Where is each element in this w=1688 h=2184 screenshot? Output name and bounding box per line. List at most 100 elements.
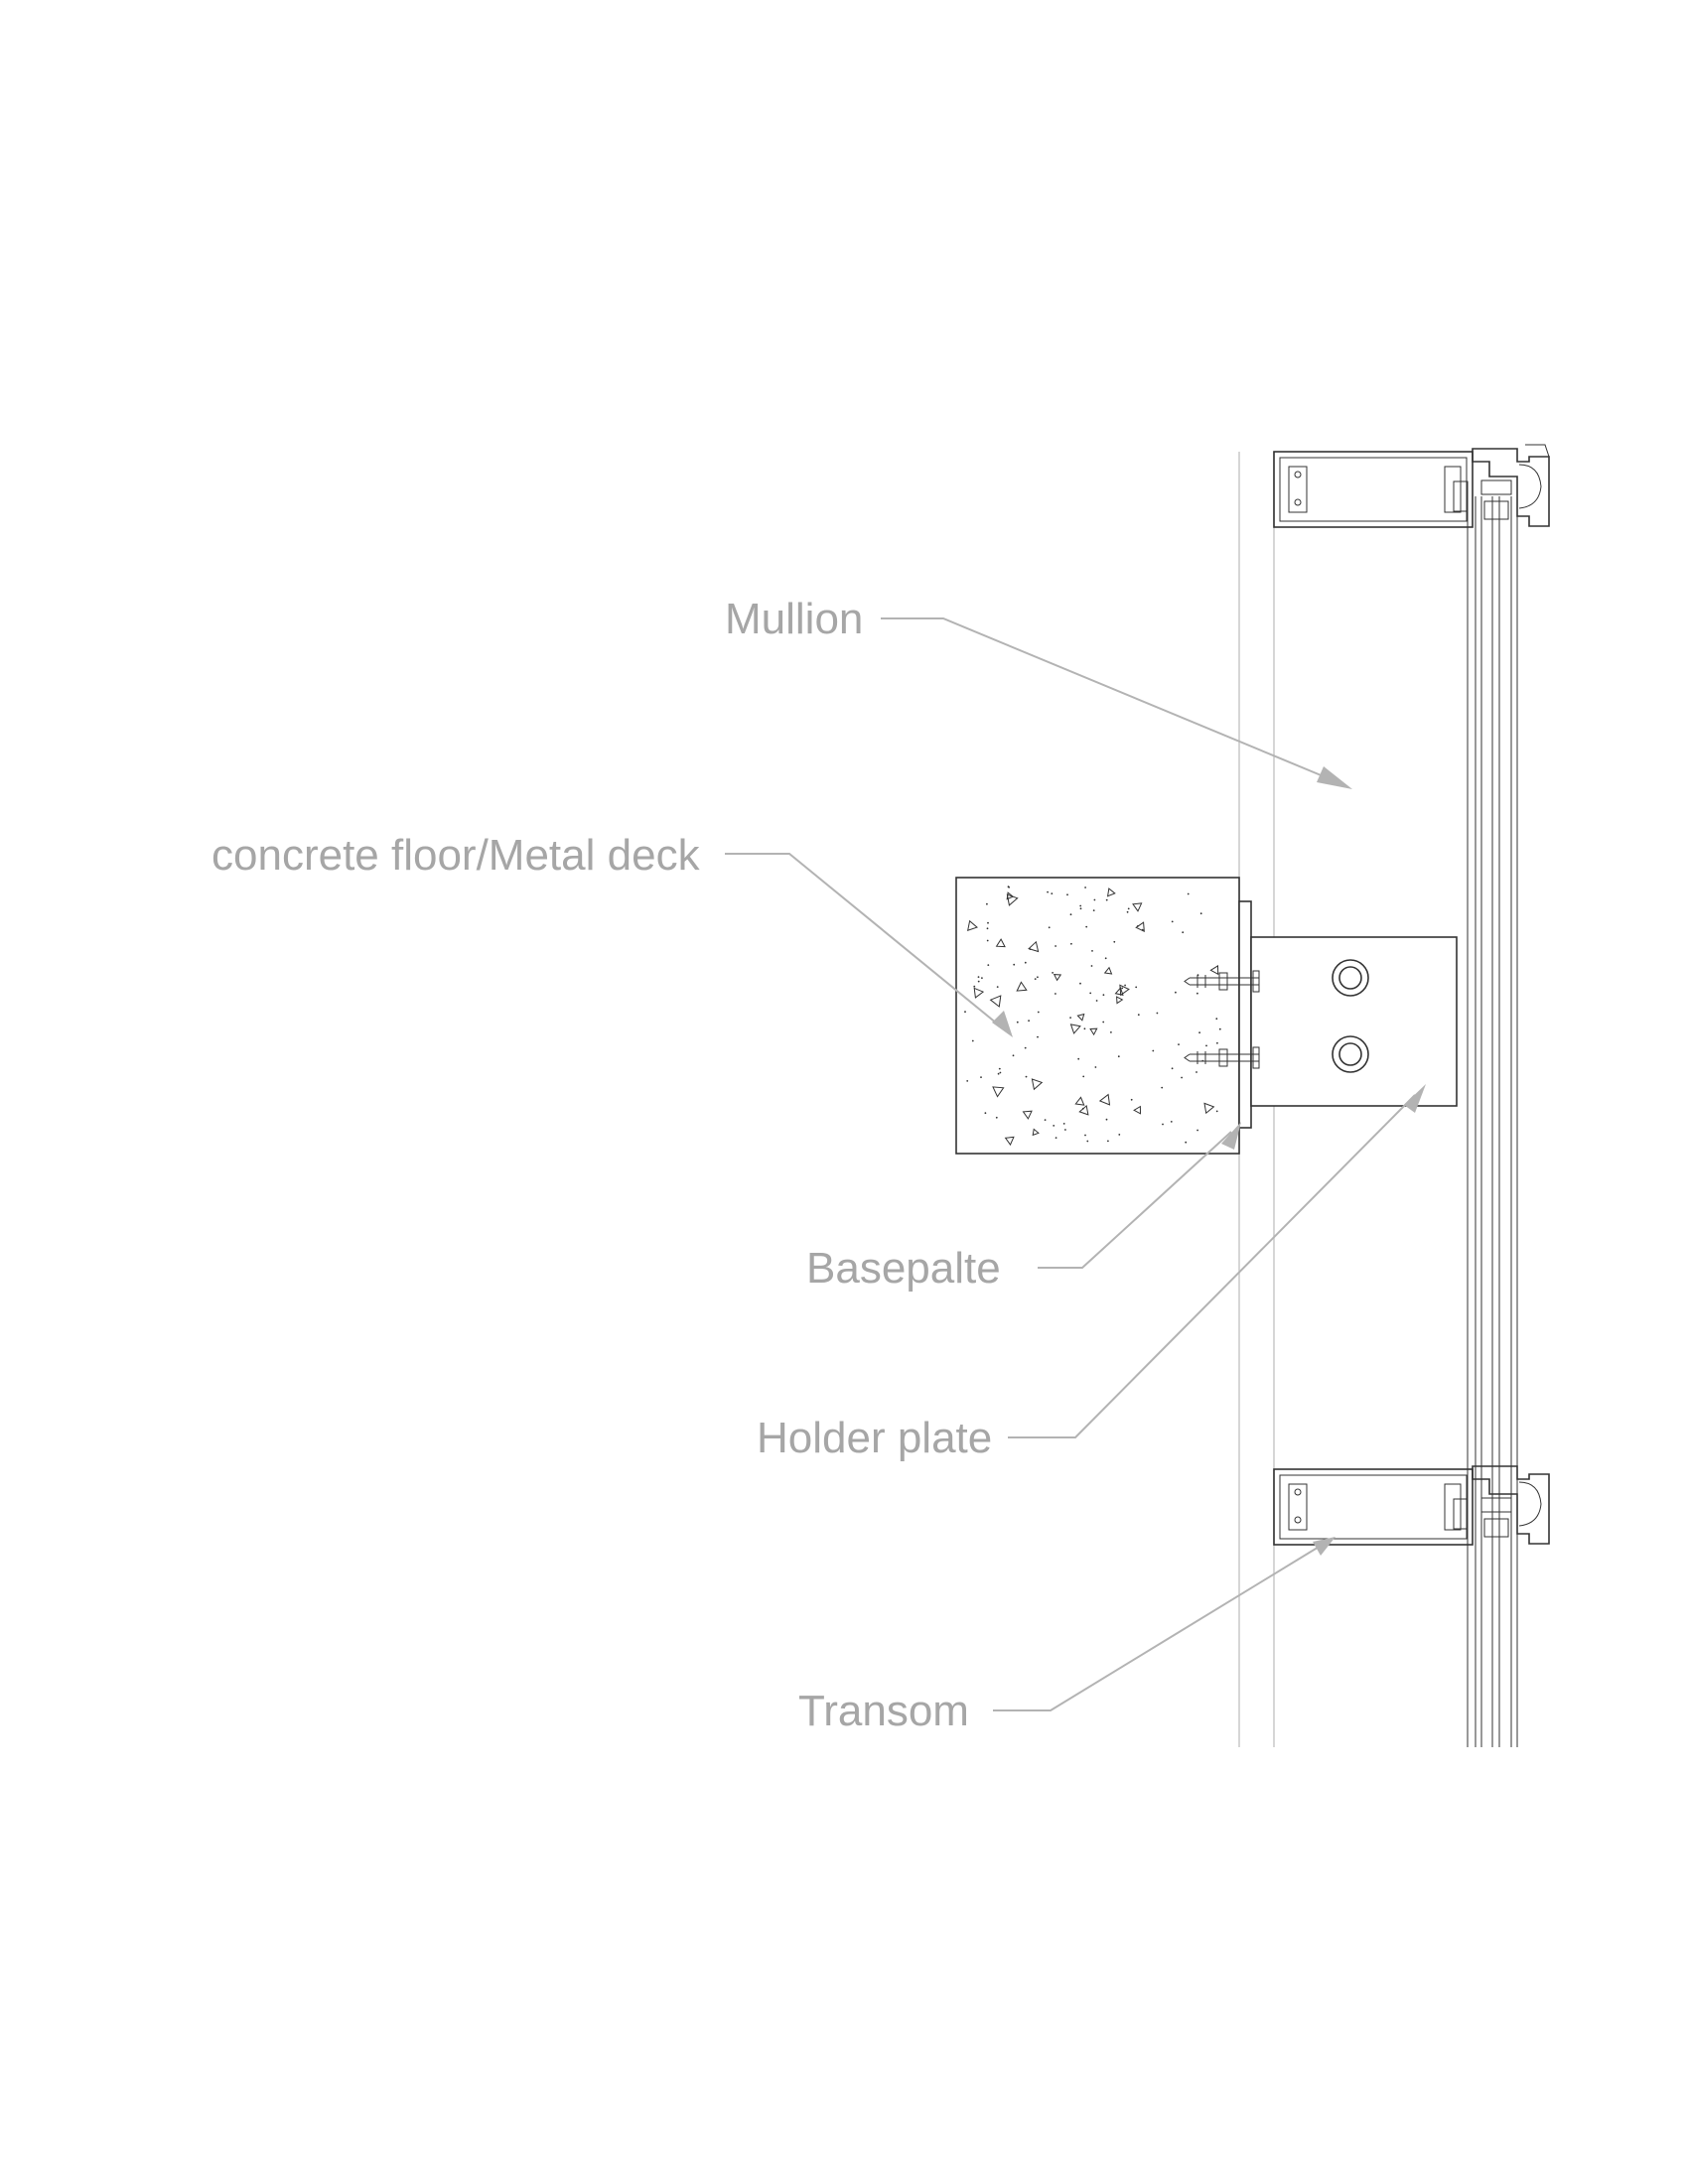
aggregate-dot xyxy=(977,976,980,978)
aggregate-dot xyxy=(1187,892,1190,895)
aggregate-dot xyxy=(1170,1121,1173,1123)
aggregate-stone xyxy=(1203,1102,1215,1115)
aggregate-stone xyxy=(1031,1078,1044,1091)
aggregate-dot xyxy=(1102,994,1105,997)
aggregate-dot xyxy=(1105,898,1108,901)
aggregate-dot xyxy=(1055,945,1056,947)
aggregate-dot xyxy=(1156,1012,1159,1015)
aggregate-stone xyxy=(1074,1096,1085,1106)
label-transom: Transom xyxy=(798,1687,969,1735)
transom-section-bottom xyxy=(1273,1465,1550,1546)
aggregate-dot xyxy=(1196,1071,1197,1073)
aggregate-stone xyxy=(1106,887,1116,897)
aggregate-dot xyxy=(1053,1125,1055,1127)
aggregate-dot xyxy=(1062,1123,1065,1125)
aggregate-dot xyxy=(966,1080,969,1082)
aggregate-dot xyxy=(1105,1118,1108,1121)
aggregate-dot xyxy=(1135,986,1138,989)
leader-mullion xyxy=(881,617,1352,789)
aggregate-dot xyxy=(1127,907,1130,910)
aggregate-stone xyxy=(1089,1027,1098,1036)
aggregate-dot xyxy=(1089,992,1092,995)
aggregate-dot xyxy=(1126,910,1129,913)
bolt-lower xyxy=(1332,1035,1369,1073)
anchor-bolt-upper xyxy=(1184,970,1260,993)
aggregate-dot xyxy=(1199,912,1202,915)
aggregate-stone xyxy=(1132,902,1143,912)
aggregate-stone xyxy=(1069,1024,1081,1034)
bolt-upper xyxy=(1332,959,1369,997)
aggregate-dot xyxy=(1141,928,1144,931)
aggregate-stone xyxy=(992,1086,1005,1098)
aggregate-dot xyxy=(1052,972,1054,974)
aggregate-dot xyxy=(1070,942,1072,945)
aggregate-dot xyxy=(1198,1031,1200,1034)
aggregate-dot xyxy=(1083,1027,1086,1030)
aggregate-stone xyxy=(1103,966,1113,975)
aggregate-dot xyxy=(1091,950,1093,952)
label-holder-plate: Holder plate xyxy=(757,1414,992,1462)
holder-plate xyxy=(1250,936,1458,1107)
aggregate-stone xyxy=(1098,1093,1111,1106)
aggregate-stone xyxy=(1114,987,1124,996)
aggregate-dot xyxy=(1085,925,1088,928)
aggregate-dot xyxy=(1110,1031,1112,1033)
aggregate-dot xyxy=(1084,887,1086,888)
aggregate-stone xyxy=(1209,965,1219,976)
aggregate-dot xyxy=(1044,1119,1047,1121)
aggregate-dot xyxy=(1034,978,1037,980)
aggregate-dot xyxy=(1055,993,1056,995)
aggregate-dot xyxy=(1137,925,1139,927)
aggregate-dot xyxy=(973,985,976,988)
aggregate-dot xyxy=(1218,1027,1221,1030)
aggregate-stone xyxy=(1022,1110,1033,1120)
aggregate-stone xyxy=(1133,1105,1142,1115)
aggregate-dot xyxy=(1051,892,1054,894)
aggregate-dot xyxy=(1124,984,1126,987)
aggregate-stone xyxy=(1004,1136,1015,1147)
aggregate-dot xyxy=(1047,890,1049,893)
aggregate-dot xyxy=(1008,886,1010,888)
label-mullion: Mullion xyxy=(725,595,863,643)
leader-transom xyxy=(993,1537,1336,1711)
aggregate-dot xyxy=(1048,926,1051,929)
aggregate-dot xyxy=(1016,1021,1019,1024)
aggregate-dot xyxy=(1117,1055,1120,1058)
aggregate-dot xyxy=(1025,1075,1028,1078)
aggregate-dot xyxy=(981,977,983,979)
aggregate-dot xyxy=(995,1116,998,1119)
aggregate-dot xyxy=(971,1039,974,1042)
aggregate-dot xyxy=(1086,1140,1089,1143)
aggregate-dot xyxy=(1037,1035,1039,1038)
concrete-aggregate-hatch xyxy=(964,886,1221,1147)
aggregate-dot xyxy=(1094,1066,1097,1068)
aggregate-dot xyxy=(1029,948,1032,950)
aggregate-dot xyxy=(997,1072,1000,1075)
aggregate-dot xyxy=(964,1011,966,1014)
aggregate-dot xyxy=(1069,913,1072,916)
aggregate-dot xyxy=(1181,1076,1183,1079)
aggregate-dot xyxy=(1178,1043,1180,1045)
aggregate-stone xyxy=(1135,921,1145,933)
leader-baseplate xyxy=(1038,1122,1241,1269)
aggregate-stone xyxy=(1028,940,1040,953)
aggregate-dot xyxy=(1084,1134,1086,1137)
aggregate-stone xyxy=(989,995,1002,1008)
aggregate-dot xyxy=(998,1067,1001,1070)
aggregate-dot xyxy=(1104,957,1107,960)
aggregate-dot xyxy=(1037,1011,1040,1014)
aggregate-dot xyxy=(1028,1020,1030,1023)
aggregate-dot xyxy=(1216,1041,1218,1044)
aggregate-dot xyxy=(1093,898,1096,901)
aggregate-dot xyxy=(1196,1129,1198,1132)
aggregate-dot xyxy=(1055,1137,1057,1139)
aggregate-stone xyxy=(967,919,978,931)
aggregate-dot xyxy=(1037,976,1039,979)
aggregate-dot xyxy=(1205,1044,1207,1047)
aggregate-dot xyxy=(1175,991,1177,994)
aggregate-stone xyxy=(1116,996,1124,1005)
aggregate-dot xyxy=(986,902,988,905)
aggregate-dot xyxy=(1066,893,1068,896)
aggregate-dot xyxy=(986,927,989,930)
